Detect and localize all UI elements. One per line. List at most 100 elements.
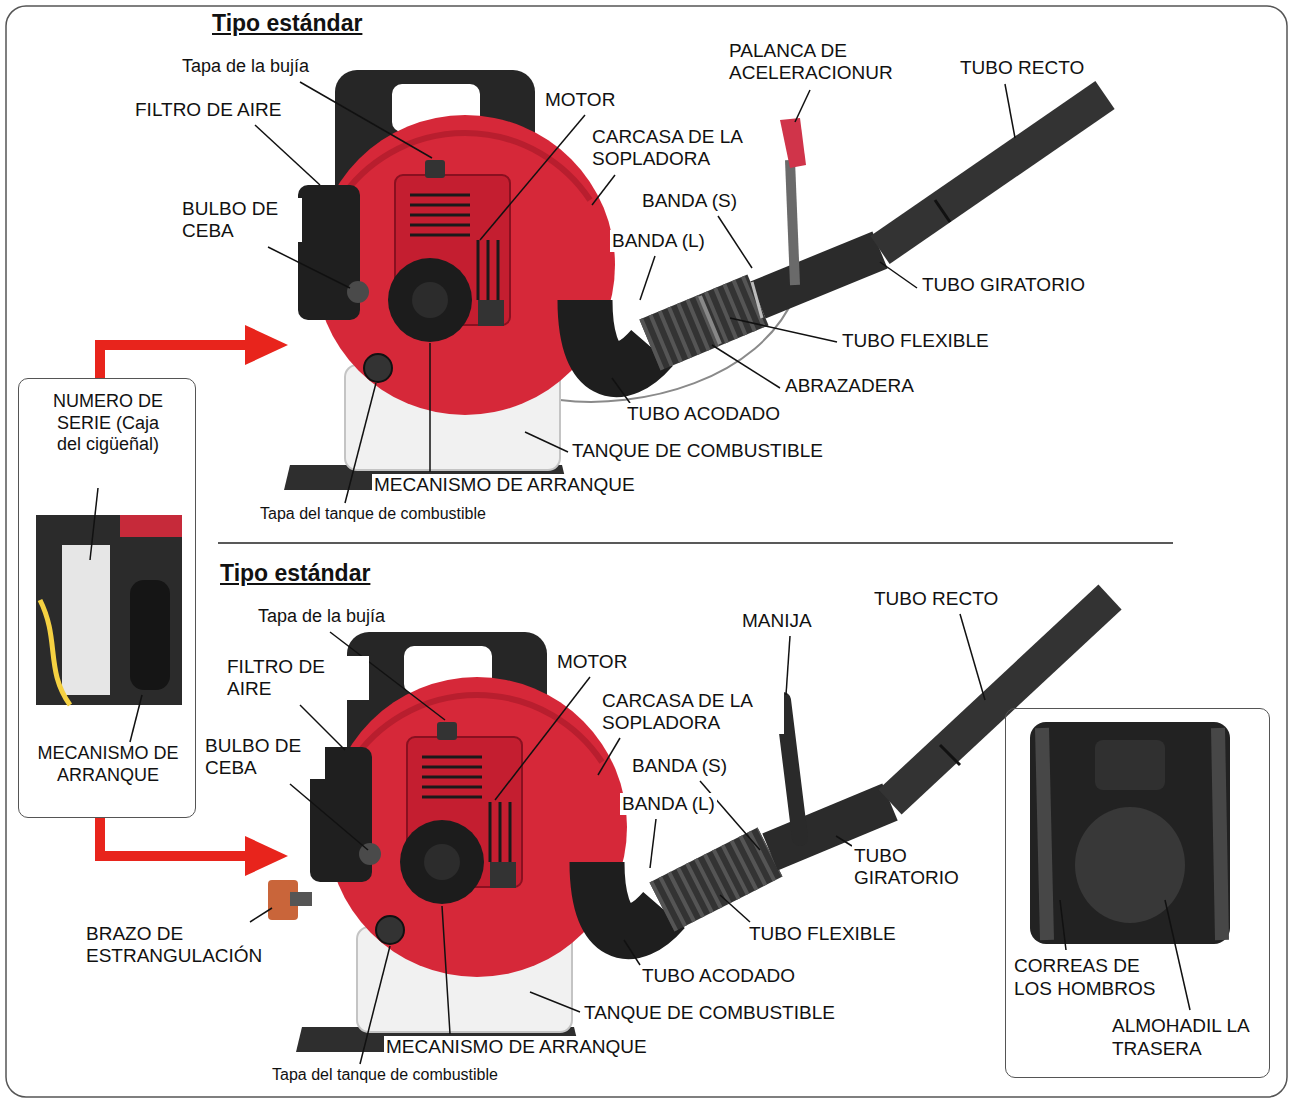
leader-line (525, 432, 568, 452)
red-arrow (245, 836, 288, 876)
leader-line (700, 781, 760, 850)
leader-line (640, 256, 655, 300)
back-view-photo (1218, 728, 1222, 940)
inset-box: NUMERO DE SERIE (Caja del cigüeñal) MECAN… (18, 378, 196, 818)
part-label: BRAZO DE ESTRANGULACIÓN (84, 923, 318, 967)
part-label: CARCASA DE LA SOPLADORA (600, 690, 784, 734)
part-label: TUBO RECTO (872, 588, 1000, 610)
flex-tube (662, 852, 770, 907)
leader-line (960, 614, 985, 700)
part-label: MECANISMO DE ARRANQUE (384, 1036, 649, 1058)
throttle-trigger (780, 118, 806, 168)
leader-line (880, 262, 917, 288)
part-label: CORREAS DE LOS HOMBROS (1014, 955, 1179, 1001)
leader-line (255, 82, 1015, 503)
part-label: MECANISMO DE ARRANQUE (372, 474, 637, 496)
leader-line (480, 115, 585, 240)
serial-photo (40, 600, 70, 705)
swivel-tube (758, 250, 880, 300)
leader-line (624, 940, 640, 965)
part-label: TUBO ACODADO (625, 403, 782, 425)
leader-line (730, 318, 837, 342)
leader-line (495, 677, 590, 800)
part-label: FILTRO DE AIRE (133, 99, 283, 121)
outer-frame (6, 6, 1287, 1097)
leader-line (268, 247, 350, 288)
part-label: TUBO FLEXIBLE (747, 923, 898, 945)
part-label: TANQUE DE COMBUSTIBLE (570, 440, 825, 462)
choke-link (290, 892, 312, 906)
back-view-photo (1030, 722, 1230, 944)
part-label: MECANISMO DE ARRANQUE (23, 743, 193, 786)
part-label: TANQUE DE COMBUSTIBLE (582, 1002, 837, 1024)
leader-line (442, 906, 450, 1034)
part-label: TUBO RECTO (958, 57, 1086, 79)
section-heading: Tipo estándar (210, 10, 364, 37)
straight-tube (880, 95, 1105, 250)
part-label: Tapa del tanque de combustible (258, 505, 488, 524)
leader-line (130, 695, 142, 742)
part-label: MOTOR (543, 89, 617, 111)
leader-line (300, 82, 432, 158)
leader-line (712, 345, 780, 388)
part-label: ALMOHADIL LA TRASERA (1112, 1015, 1252, 1061)
leader-line (90, 488, 98, 560)
part-label: FILTRO DE AIRE (225, 656, 369, 700)
part-label: BANDA (L) (610, 230, 707, 252)
clamp (700, 296, 720, 344)
band (752, 282, 762, 318)
section-heading: Tipo estándar (218, 560, 372, 587)
red-arrow (100, 345, 245, 378)
part-label: ABRAZADERA (783, 375, 916, 397)
red-arrow (100, 325, 288, 378)
leader-line (786, 636, 790, 695)
part-label: PALANCA DE ACELERACIONUR (727, 40, 946, 84)
red-arrow (100, 818, 288, 876)
part-label: Tapa de la bujía (256, 606, 387, 627)
blower-top (284, 70, 1105, 490)
part-label: TUBO FLEXIBLE (840, 330, 991, 352)
leader-line (1165, 900, 1190, 1010)
divider (218, 542, 1173, 544)
back-view-photo (1075, 807, 1185, 923)
leader-line (255, 125, 320, 185)
leader-line (650, 819, 656, 868)
back-view-photo (1030, 722, 1230, 944)
part-label: BULBO DE CEBA (203, 735, 325, 779)
part-label: BANDA (S) (640, 190, 739, 212)
flex-tube-ribs (662, 852, 770, 907)
tube-joint (935, 200, 950, 222)
leader-line (795, 90, 810, 122)
part-label: MOTOR (555, 651, 629, 673)
red-arrow (245, 325, 288, 365)
leader-line (592, 175, 615, 205)
leader-line (429, 343, 431, 472)
red-arrow (100, 818, 245, 856)
serial-photo (130, 580, 170, 690)
serial-photo (62, 545, 110, 695)
part-label: TUBO GIRATORIO (920, 274, 1087, 296)
handle (783, 700, 800, 838)
leader-line (1060, 900, 1066, 950)
leader-line (90, 488, 142, 742)
part-label: TUBO ACODADO (640, 965, 797, 987)
part-label: BANDA (L) (620, 793, 717, 815)
serial-photo (36, 515, 182, 705)
leader-line (718, 216, 752, 268)
part-label: CARCASA DE LA SOPLADORA (590, 126, 774, 170)
back-view-photo (1042, 728, 1047, 940)
part-label: BANDA (S) (630, 755, 729, 777)
serial-photo (36, 515, 182, 705)
part-label: TUBO GIRATORIO (852, 845, 996, 889)
leader-line (1005, 84, 1015, 138)
part-label: MANIJA (740, 610, 814, 632)
inset-box: CORREAS DE LOS HOMBROS ALMOHADIL LA TRASE… (1005, 708, 1270, 1078)
part-label: Tapa de la bujía (180, 56, 311, 77)
leader-line (612, 378, 630, 403)
back-view-photo (1095, 740, 1165, 790)
leader-line (598, 738, 620, 775)
part-label: NUMERO DE SERIE (Caja del cigüeñal) (43, 391, 173, 456)
tube-joint (940, 745, 960, 765)
leader-line (836, 836, 852, 846)
